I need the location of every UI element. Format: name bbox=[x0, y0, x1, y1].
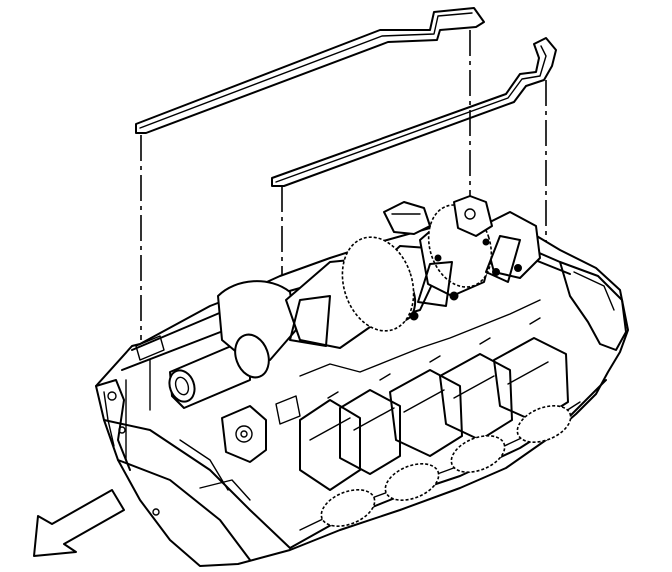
front-cover bbox=[221, 405, 267, 463]
block-detail-lines bbox=[125, 299, 541, 501]
rear-bracket bbox=[383, 195, 493, 237]
main-bearing-caps bbox=[299, 337, 569, 491]
front-direction-arrow-icon bbox=[33, 489, 125, 557]
upper-gasket bbox=[135, 7, 485, 134]
cylinder-bores bbox=[320, 405, 572, 527]
